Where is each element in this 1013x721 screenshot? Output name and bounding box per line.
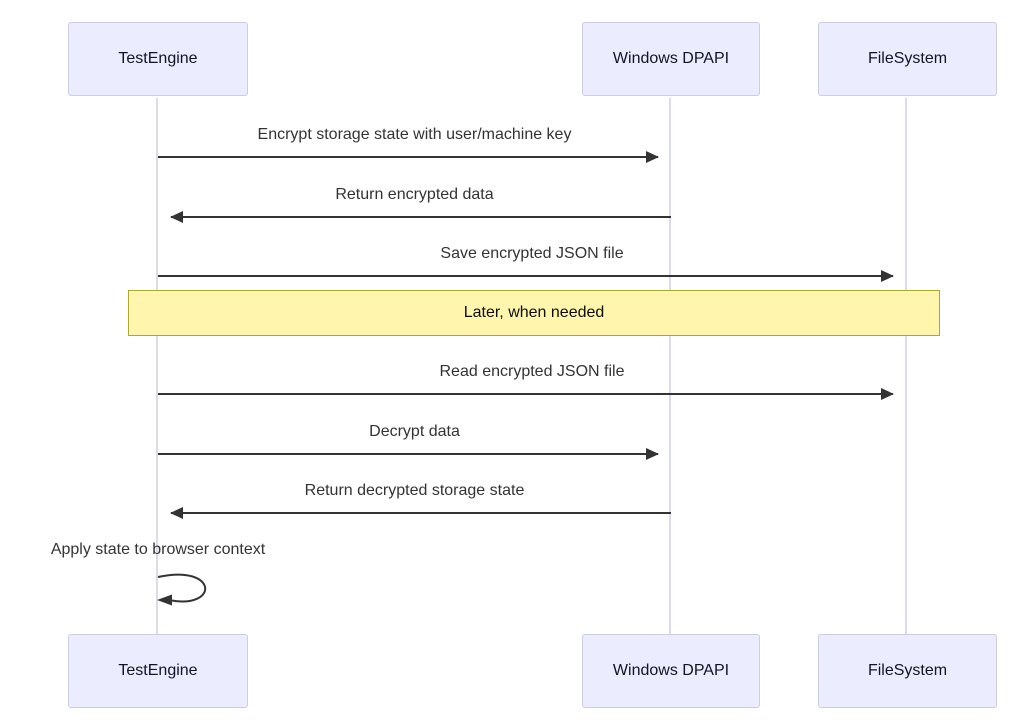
message-label-save-encrypted-json: Save encrypted JSON file — [440, 245, 624, 262]
actor-label: TestEngine — [118, 662, 198, 679]
message-label-read-encrypted-json: Read encrypted JSON file — [439, 363, 625, 380]
message-label-encrypt-storage-state: Encrypt storage state with user/machine … — [257, 126, 572, 143]
message-label-return-decrypted-storage-state: Return decrypted storage state — [304, 482, 525, 499]
message-label-decrypt-data: Decrypt data — [369, 423, 460, 440]
self-loop-arrow-icon — [157, 573, 207, 606]
actor-windows-dpapi-bottom: Windows DPAPI — [582, 634, 760, 708]
lifeline-filesystem — [905, 98, 907, 634]
note-label: Later, when needed — [463, 304, 605, 321]
note-later-when-needed: Later, when needed — [128, 290, 940, 336]
actor-label: FileSystem — [867, 50, 948, 67]
actor-filesystem-bottom: FileSystem — [818, 634, 997, 708]
message-label-return-encrypted-data: Return encrypted data — [335, 186, 494, 203]
actor-filesystem-top: FileSystem — [818, 22, 997, 96]
actor-label: TestEngine — [118, 50, 198, 67]
message-label-apply-state-to-browser-context: Apply state to browser context — [50, 541, 266, 558]
actor-testengine-bottom: TestEngine — [68, 634, 248, 708]
arrow-right-icon — [158, 270, 894, 282]
arrow-left-icon — [170, 507, 671, 519]
arrow-left-icon — [170, 211, 671, 223]
actor-testengine-top: TestEngine — [68, 22, 248, 96]
lifeline-windows-dpapi — [669, 98, 671, 634]
actor-label: Windows DPAPI — [612, 662, 730, 679]
arrow-right-icon — [158, 388, 894, 400]
arrow-right-icon — [158, 151, 659, 163]
lifeline-testengine — [156, 98, 158, 634]
actor-label: Windows DPAPI — [612, 50, 730, 67]
arrow-right-icon — [158, 448, 659, 460]
actor-windows-dpapi-top: Windows DPAPI — [582, 22, 760, 96]
actor-label: FileSystem — [867, 662, 948, 679]
